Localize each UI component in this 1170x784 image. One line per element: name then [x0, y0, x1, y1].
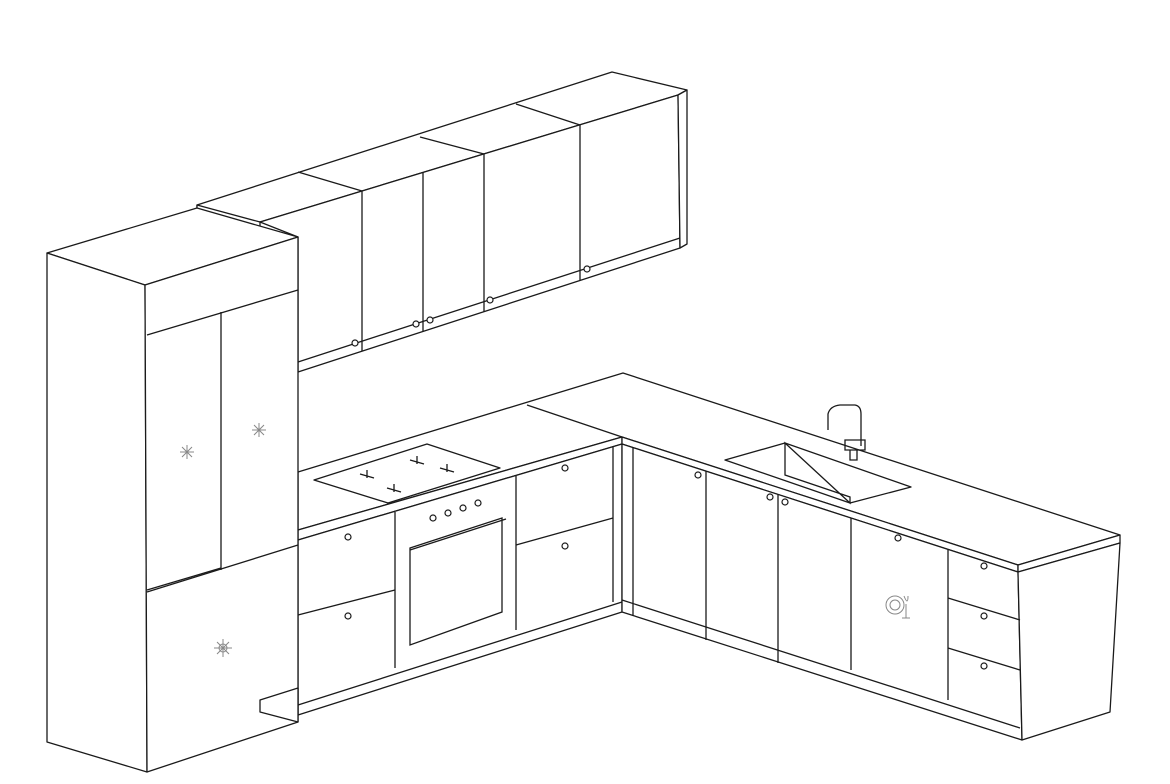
snowflake-icon [214, 639, 232, 657]
handle-icon [561, 542, 569, 550]
freezer-star-icon [180, 423, 266, 459]
oven [409, 499, 507, 646]
handle-icon [766, 493, 774, 501]
handle-icon [894, 534, 902, 542]
cooktop [313, 443, 501, 504]
oven-knob-icon [474, 499, 482, 507]
base-cabinets-right [621, 443, 1121, 741]
handle-icon [781, 498, 789, 506]
countertop [297, 372, 1121, 573]
handle-icon [426, 316, 434, 324]
handle-icon [583, 265, 591, 273]
faucet-icon [827, 404, 866, 461]
dishwasher-icon [885, 595, 910, 619]
handle-icon [694, 471, 702, 479]
oven-knob-icon [444, 509, 452, 517]
handle-icon [980, 562, 988, 570]
handle-icon [344, 612, 352, 620]
burner-icon [359, 456, 455, 493]
handle-icon [980, 612, 988, 620]
handle-icon [412, 320, 420, 328]
handle-icon [486, 296, 494, 304]
oven-knob-icon [459, 504, 467, 512]
tall-fridge-unit [46, 207, 299, 773]
oven-knob-icon [429, 514, 437, 522]
handle-icon [980, 662, 988, 670]
handle-icon [561, 464, 569, 472]
sink [724, 441, 912, 505]
handle-icon [351, 339, 359, 347]
handle-icon [344, 533, 352, 541]
